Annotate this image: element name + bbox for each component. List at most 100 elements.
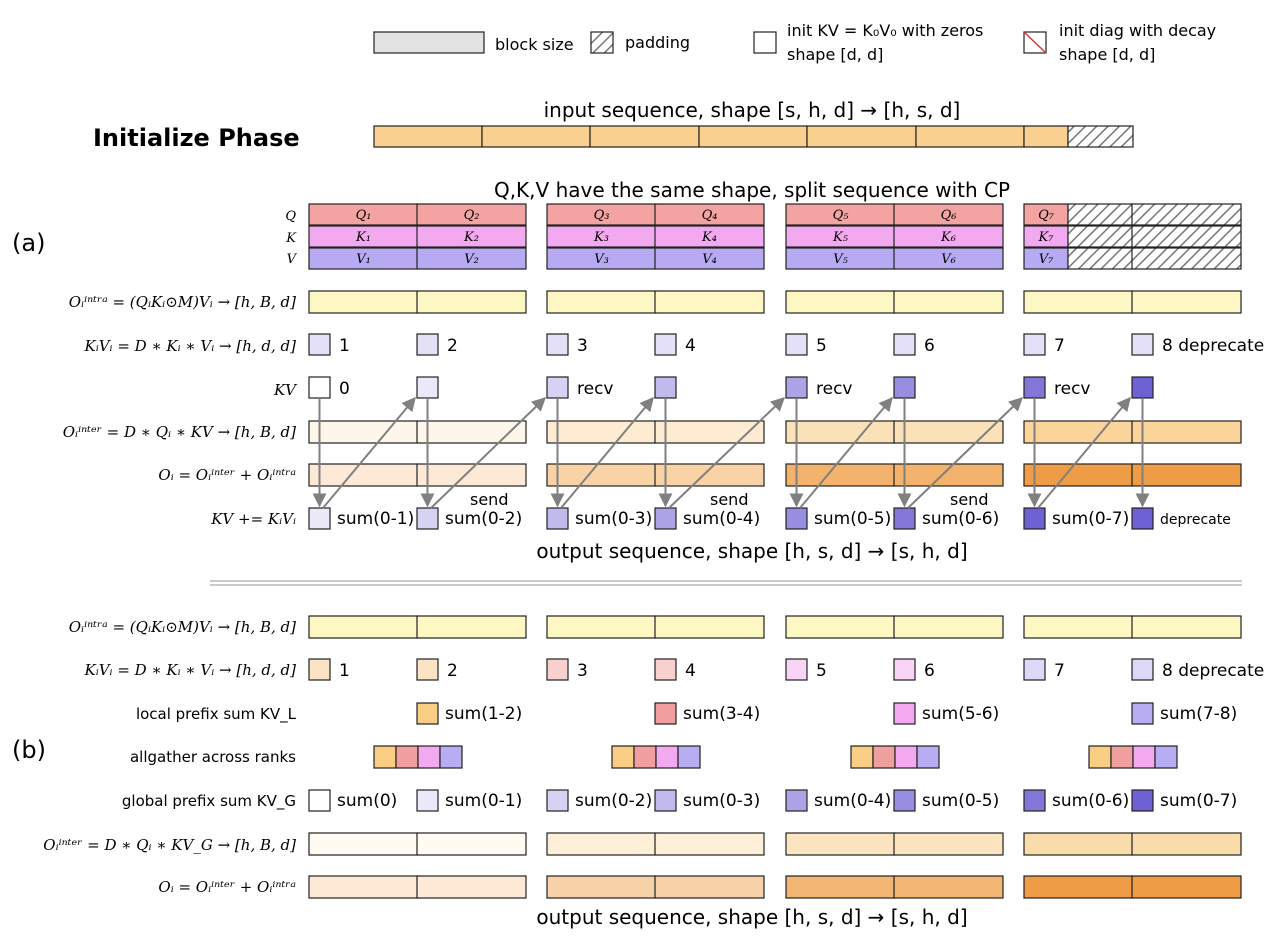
sum-label: sum(0-4) xyxy=(683,509,760,529)
k-block xyxy=(893,225,1004,248)
send-label: send xyxy=(470,490,508,509)
global-sum-label: sum(0-7) xyxy=(1160,791,1237,811)
out-block xyxy=(308,463,419,487)
allgather-square xyxy=(633,745,657,769)
kvi-square xyxy=(416,333,439,356)
sum-label: sum(0-6) xyxy=(922,509,999,529)
inter-block xyxy=(785,832,896,856)
kv-square xyxy=(893,376,916,399)
kvi-square xyxy=(308,658,331,681)
allgather-square xyxy=(655,745,679,769)
inter-block xyxy=(546,420,657,444)
local-sum-square xyxy=(893,702,916,725)
kv-pass-arrow xyxy=(799,396,893,509)
local-sum-label: sum(3-4) xyxy=(683,704,760,724)
sum-label: sum(0-3) xyxy=(575,509,652,529)
kv-pass-arrow xyxy=(430,397,547,509)
sum-label: sum(0-7) xyxy=(1052,509,1129,529)
out-block xyxy=(546,463,657,487)
input-sequence xyxy=(373,125,1134,148)
kvi-square xyxy=(546,658,569,681)
sum-label: sum(0-5) xyxy=(814,509,891,529)
allgather-square xyxy=(1154,745,1178,769)
inter-block xyxy=(416,832,527,856)
kv-square xyxy=(785,376,808,399)
sum-label: sum(0-2) xyxy=(445,509,522,529)
allgather-square xyxy=(439,745,463,769)
legend-block-label: block size xyxy=(495,35,574,54)
sum-square xyxy=(785,507,808,530)
input-block xyxy=(373,125,483,148)
inter-block xyxy=(654,420,765,444)
sum-square xyxy=(546,507,569,530)
kv-pass-arrow xyxy=(560,396,654,509)
v-block-label: V₂ xyxy=(464,252,479,267)
v-block-label: V₇ xyxy=(1039,252,1054,267)
sum-square xyxy=(1023,507,1046,530)
sum-label: deprecate xyxy=(1160,512,1231,528)
row-label-kvi-a: KᵢVᵢ = D ∗ Kᵢ ∗ Vᵢ → [h, d, d] xyxy=(84,337,297,355)
out-block xyxy=(308,875,419,899)
row-label-intra-b: Oᵢⁱⁿᵗʳᵃ = (QᵢKᵢ⊙M)Vᵢ → [h, B, d] xyxy=(69,618,296,636)
kvi-square xyxy=(546,333,569,356)
v-block-label: V₆ xyxy=(941,252,956,267)
inter-block xyxy=(1023,832,1134,856)
out-block xyxy=(785,875,896,899)
v-block-label: V₄ xyxy=(702,252,717,267)
section-a-label: (a) xyxy=(12,229,45,257)
intra-block xyxy=(546,615,657,639)
intra-block xyxy=(546,290,657,314)
global-sum-square xyxy=(893,789,916,812)
inter-block xyxy=(308,832,419,856)
legend-init-kv-line2: shape [d, d] xyxy=(787,45,883,64)
input-caption: input sequence, shape [s, h, d] → [h, s,… xyxy=(544,98,961,122)
legend-padding-swatch xyxy=(590,31,614,54)
intra-block xyxy=(1023,290,1134,314)
k-block-label: K₃ xyxy=(593,230,609,245)
kvi-square xyxy=(1131,333,1154,356)
allgather-square xyxy=(611,745,635,769)
kvi-square xyxy=(416,658,439,681)
row-label-k: K xyxy=(285,231,297,246)
kv-label: recv xyxy=(1054,379,1090,399)
allgather-square xyxy=(1110,745,1134,769)
global-sum-label: sum(0-2) xyxy=(575,791,652,811)
kvi-square xyxy=(654,333,677,356)
q-block-label: Q₆ xyxy=(941,208,957,223)
q-block xyxy=(416,203,527,226)
allgather-square xyxy=(395,745,419,769)
inter-block xyxy=(893,832,1004,856)
inter-block xyxy=(1131,420,1242,444)
legend-init-diag-line1: init diag with decay xyxy=(1059,21,1216,40)
k-block-label: K₂ xyxy=(463,230,479,245)
legend-padding-label: padding xyxy=(625,33,690,52)
kvi-label: 7 xyxy=(1054,336,1065,356)
inter-block xyxy=(785,420,896,444)
allgather-square xyxy=(677,745,701,769)
q-block-label: Q₇ xyxy=(1038,208,1055,223)
input-block xyxy=(915,125,1025,148)
global-sum-square xyxy=(416,789,439,812)
intra-block xyxy=(893,615,1004,639)
kvi-square xyxy=(785,658,808,681)
row-label-kvi-b: KᵢVᵢ = D ∗ Kᵢ ∗ Vᵢ → [h, d, d] xyxy=(84,661,297,679)
intra-block xyxy=(893,290,1004,314)
allgather-square xyxy=(373,745,397,769)
inter-block xyxy=(893,420,1004,444)
kvi-label: 1 xyxy=(339,661,350,681)
row-label-allgather-b: allgather across ranks xyxy=(130,748,296,766)
intra-block xyxy=(785,615,896,639)
v-block-label: V₁ xyxy=(356,252,371,267)
kv-pass-arrow xyxy=(668,397,786,509)
kv-label: 0 xyxy=(339,379,350,399)
kv-label: recv xyxy=(816,379,852,399)
intra-block xyxy=(416,290,527,314)
k-padding xyxy=(1131,225,1242,248)
kv-pass-arrow xyxy=(1037,396,1131,509)
kvi-label: 5 xyxy=(816,336,827,356)
kvi-square xyxy=(1023,658,1046,681)
legend-init-diag-line2: shape [d, d] xyxy=(1059,45,1155,64)
input-block xyxy=(481,125,591,148)
send-label: send xyxy=(950,490,988,509)
